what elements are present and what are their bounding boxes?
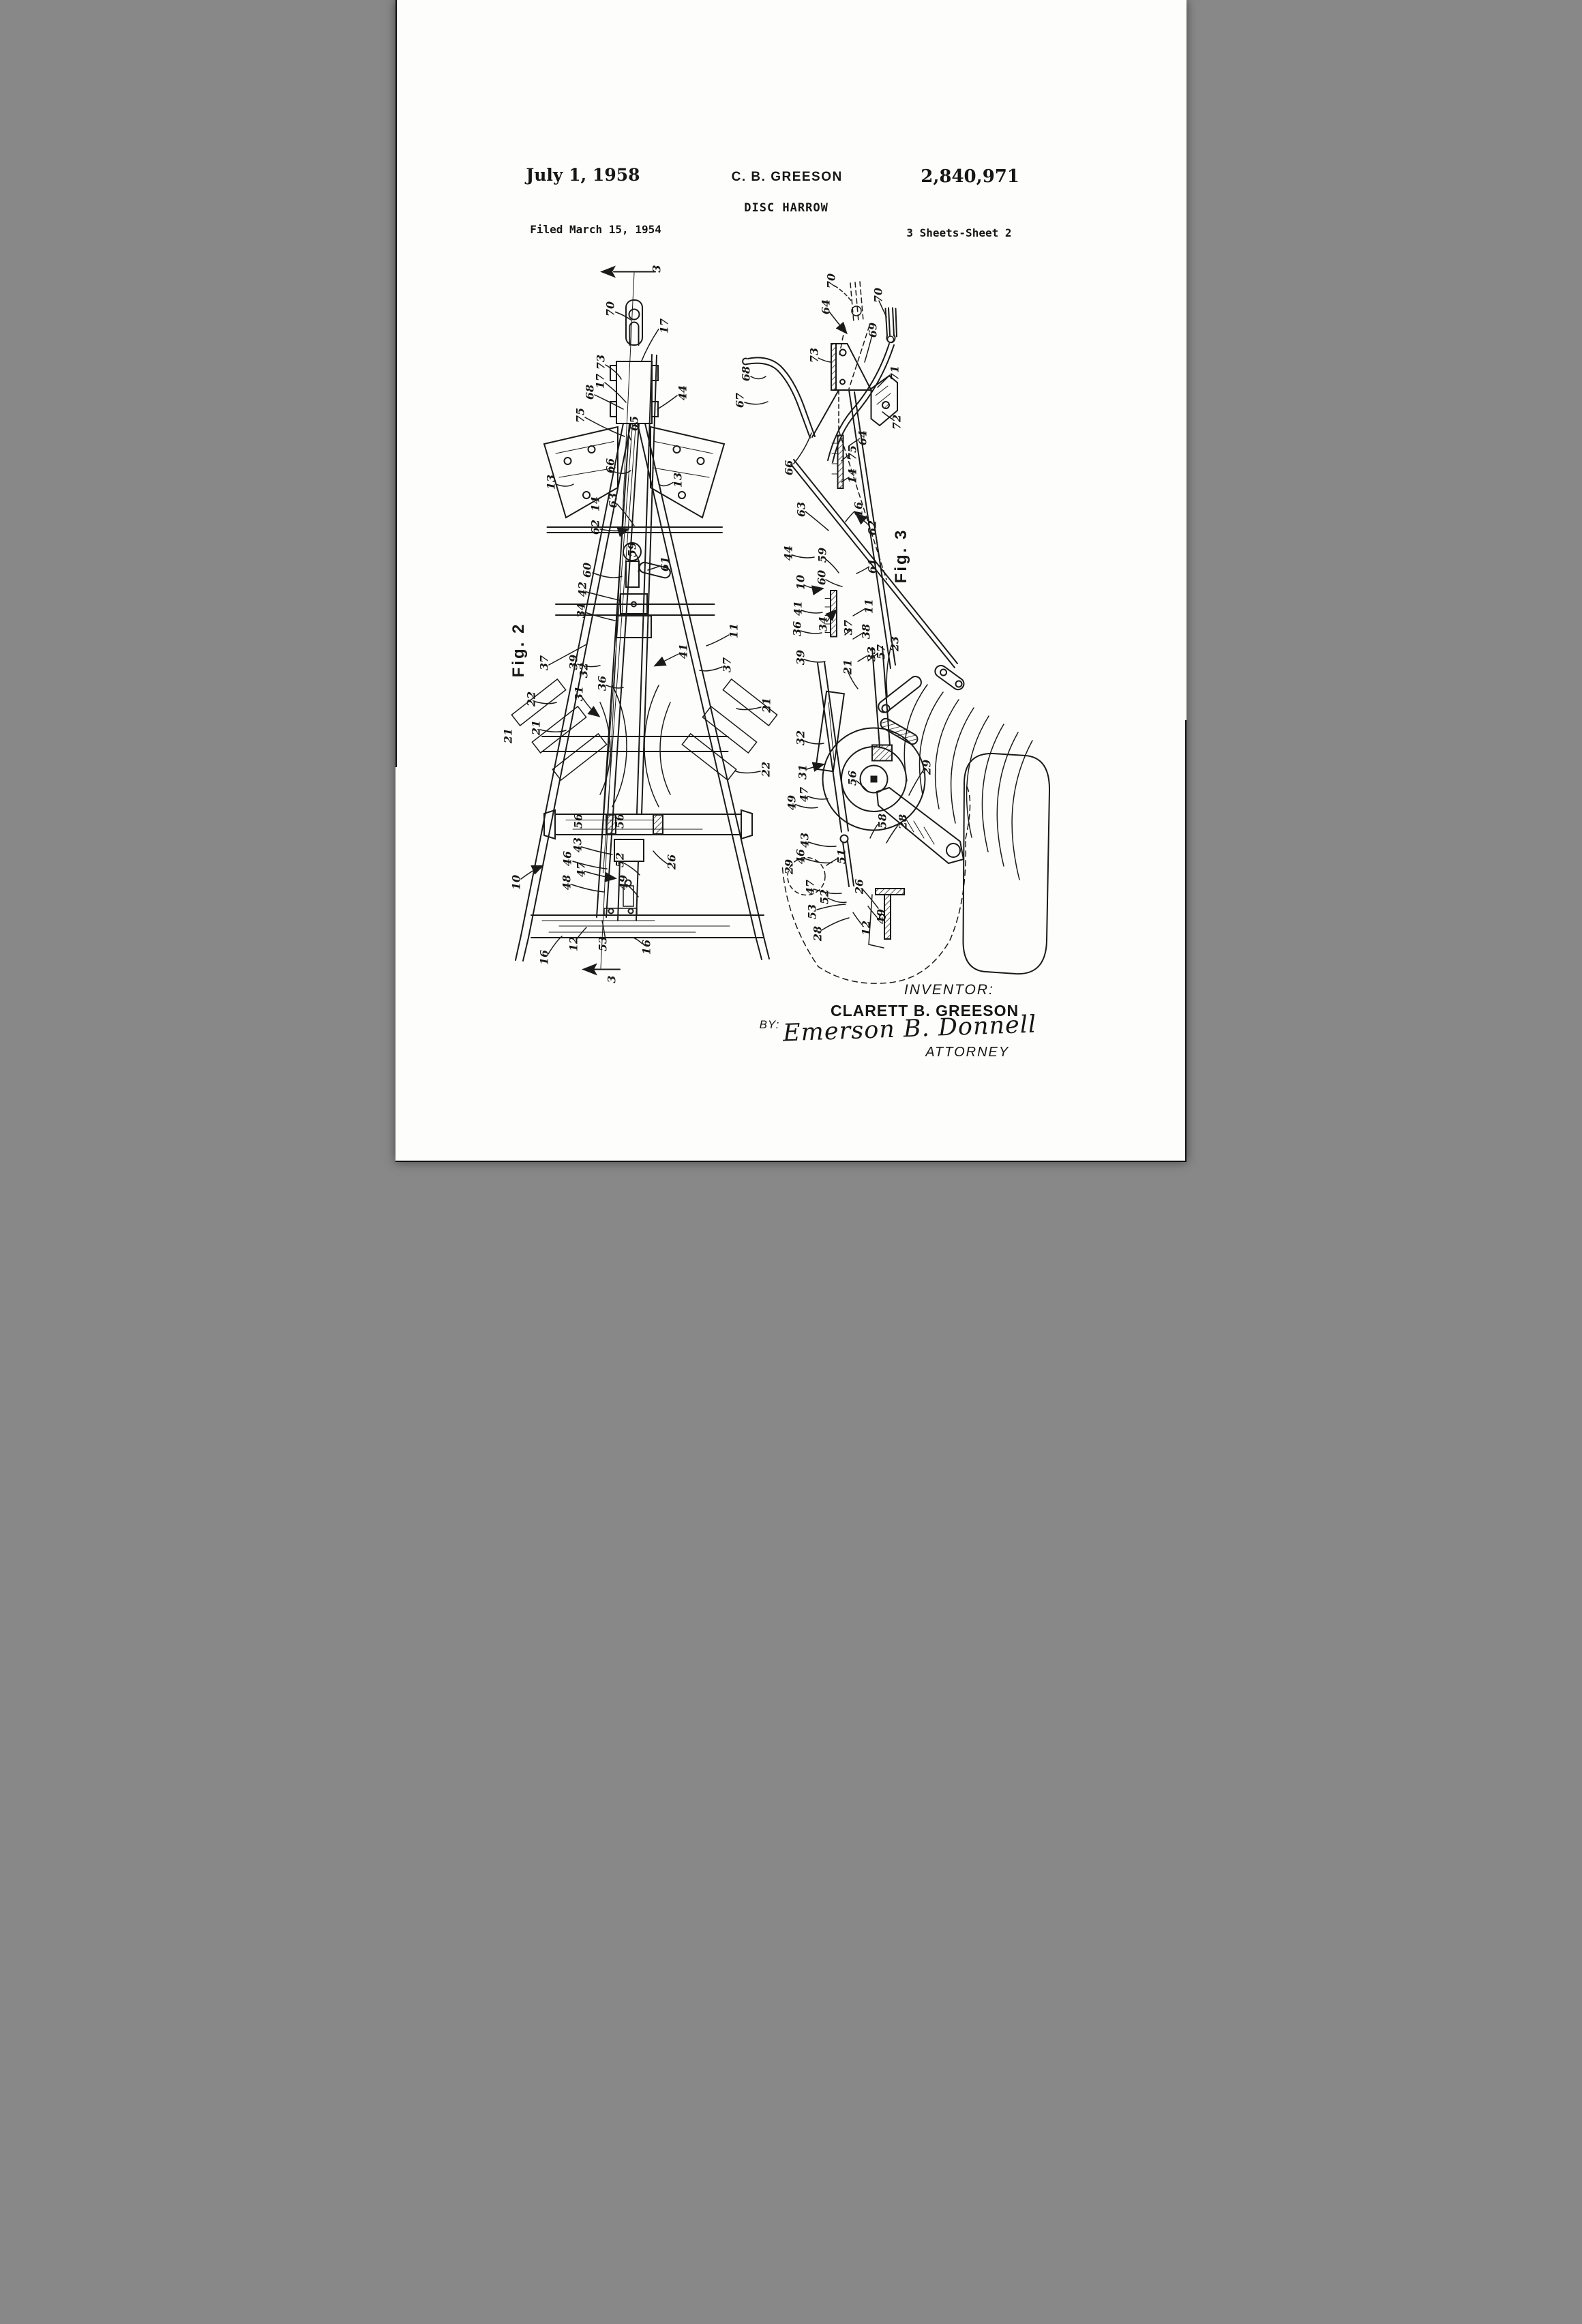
- ref-numeral: 64: [819, 299, 833, 315]
- fig2-drawing: [511, 265, 778, 976]
- ref-numeral: 75: [846, 445, 859, 460]
- ref-numeral: 23: [888, 636, 901, 652]
- by-label: BY:: [759, 1017, 780, 1031]
- ref-numeral: 70: [824, 273, 837, 288]
- sheet-number: 3 Sheets-Sheet 2: [906, 226, 1012, 240]
- ref-numeral: 34: [816, 616, 830, 632]
- ref-numeral: 11: [862, 598, 876, 614]
- patent-title: DISC HARROW: [744, 200, 829, 215]
- ref-numeral: 44: [781, 545, 795, 561]
- ref-numeral: 53: [805, 904, 819, 920]
- ref-numeral: 37: [841, 619, 854, 635]
- ref-numeral: 52: [818, 889, 831, 904]
- ref-numeral: 49: [874, 908, 888, 924]
- ref-numeral: 51: [835, 848, 848, 865]
- scan-edge-right: [1185, 720, 1186, 1162]
- ref-numeral: 31: [796, 764, 809, 780]
- ref-numeral: 70: [871, 287, 884, 303]
- ref-numeral: 38: [859, 623, 873, 640]
- patent-author: C. B. GREESON: [731, 169, 843, 184]
- ref-numeral: 21: [841, 659, 854, 674]
- ref-numeral: 16: [852, 501, 865, 517]
- ref-numeral: 28: [896, 814, 909, 830]
- scan-edge-left: [395, 0, 397, 767]
- ref-numeral: 72: [890, 414, 904, 430]
- ref-numeral: 49: [785, 794, 799, 811]
- ref-numeral: 32: [794, 730, 807, 745]
- filed-date: Filed March 15, 1954: [530, 223, 661, 237]
- patent-number: 2,840,971: [921, 166, 1019, 187]
- ref-numeral: 46: [794, 848, 807, 865]
- ref-numeral: 36: [790, 621, 803, 636]
- ref-numeral: 58: [876, 813, 889, 829]
- ref-numeral: 43: [798, 832, 811, 848]
- ref-numeral: 12: [859, 920, 873, 936]
- ref-numeral: 57: [874, 644, 888, 660]
- ref-numeral: 69: [866, 322, 880, 338]
- ref-numeral: 10: [794, 574, 807, 591]
- inventor-name: CLARETT B. GREESON: [831, 1001, 1019, 1019]
- figure-label: Fig. 3: [891, 528, 910, 584]
- ref-numeral: 28: [811, 925, 824, 941]
- attorney-caption: ATTORNEY: [925, 1044, 1010, 1060]
- ref-numeral: 73: [807, 347, 820, 363]
- fig3-drawing: [742, 281, 1051, 984]
- patent-drawings: [511, 265, 1051, 984]
- ref-numeral: 62: [865, 520, 878, 536]
- ref-numeral: 29: [920, 759, 933, 775]
- scan-edge-bottom: [395, 1161, 1186, 1162]
- ref-numeral: 47: [797, 786, 811, 803]
- patent-date: July 1, 1958: [526, 164, 640, 185]
- ref-numeral: 63: [794, 501, 808, 517]
- ref-numeral: 66: [782, 460, 796, 476]
- ref-numeral: 47: [803, 879, 816, 895]
- ref-numeral: 71: [888, 365, 901, 381]
- ref-numeral: 29: [782, 859, 795, 874]
- ref-numeral: 59: [816, 547, 829, 563]
- ref-numeral: 60: [815, 569, 829, 585]
- ref-numeral: 61: [865, 558, 878, 574]
- ref-numeral: 64: [856, 430, 869, 445]
- ref-numeral: 41: [791, 600, 804, 616]
- ref-numeral: 39: [794, 649, 807, 665]
- ref-numeral: 14: [846, 468, 859, 483]
- ref-numeral: 67: [733, 392, 746, 408]
- ref-numeral: 56: [846, 770, 859, 786]
- ref-numeral: 68: [739, 366, 753, 382]
- ref-numeral: 26: [852, 879, 866, 895]
- inventor-caption: INVENTOR:: [904, 981, 994, 998]
